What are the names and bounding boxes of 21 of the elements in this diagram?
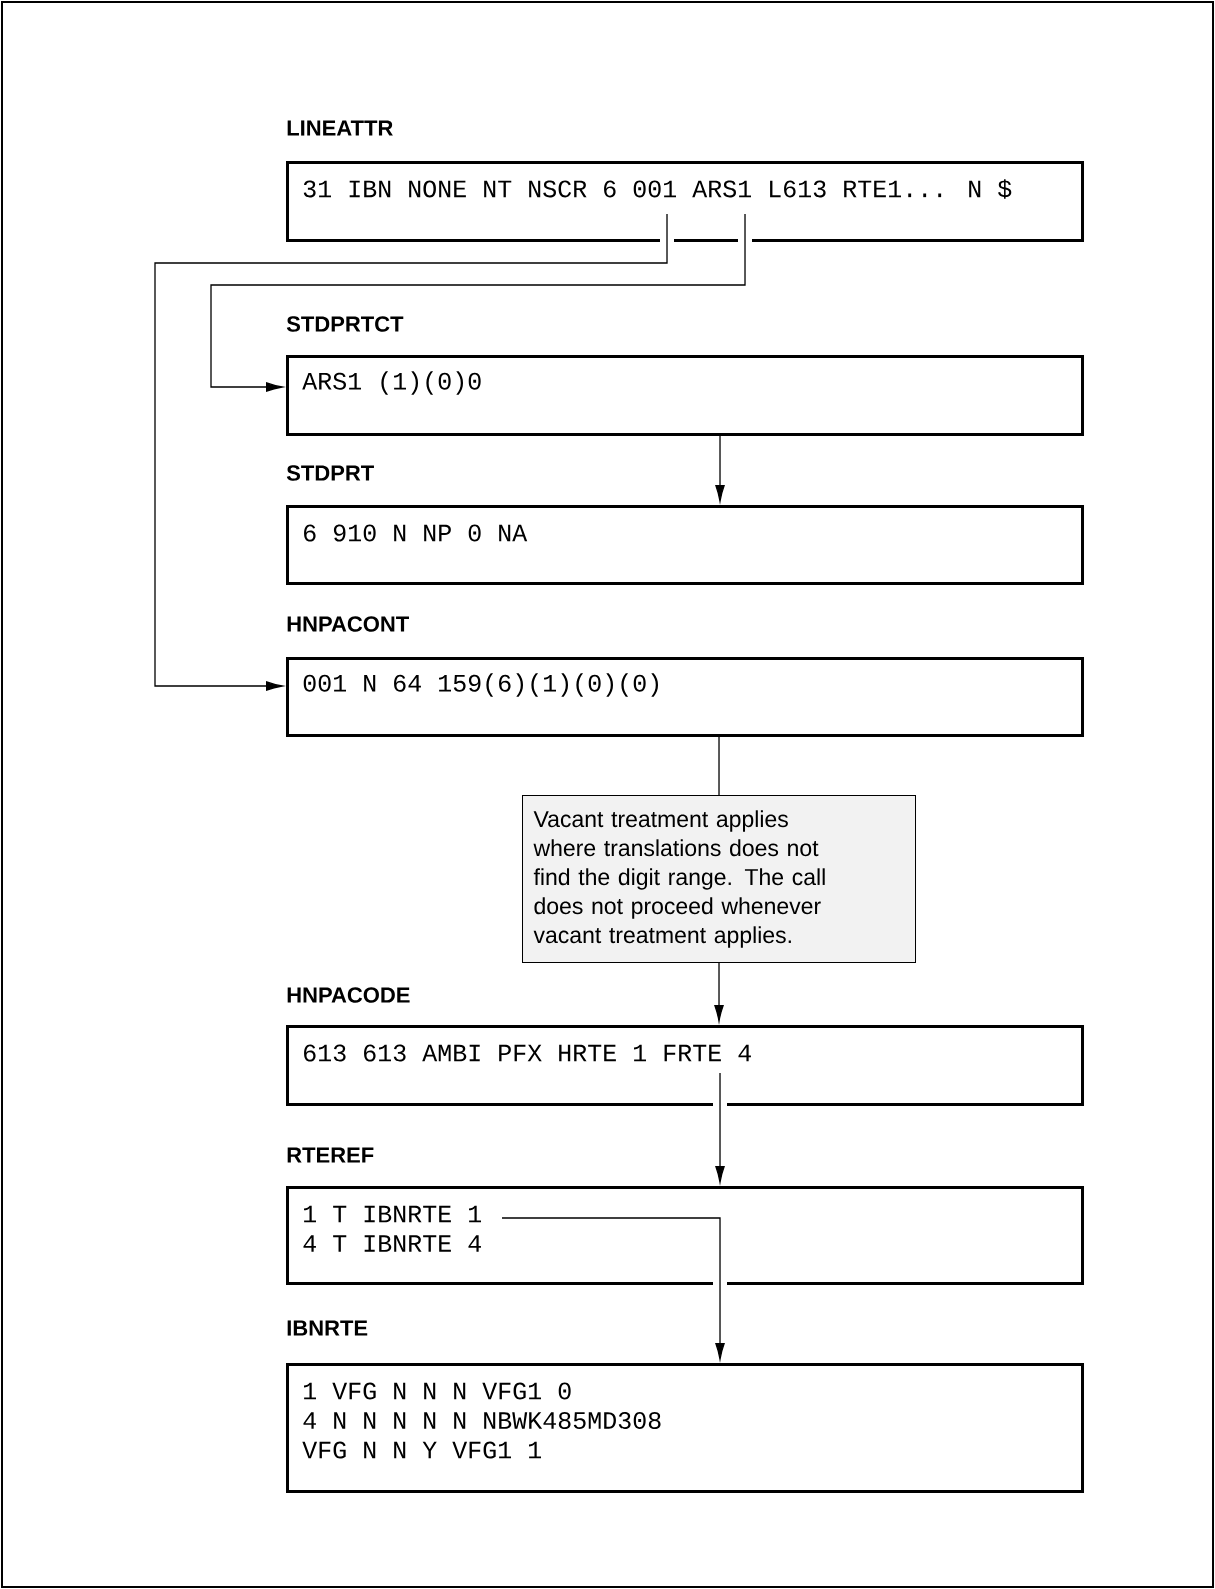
table-title: LINEATTR [287, 120, 393, 136]
arrow [154, 213, 668, 691]
arrow [715, 1072, 725, 1183]
table-title: RTEREF [287, 1147, 374, 1163]
table-box: 1 T IBNRTE 1 4 T IBNRTE 4 [286, 1186, 1084, 1285]
arrow [715, 435, 725, 502]
arrow [714, 962, 724, 1022]
table-box: 613 613 AMBI PFX HRTE 1 FRTE 4 [286, 1025, 1084, 1106]
table-box: 1 VFG N N N VFG1 0 4 N N N N N NBWK485MD308 VFG N N Y VFG1 1 [286, 1363, 1084, 1493]
table-title: HNPACONT [287, 616, 409, 632]
table-title: STDPRT [286, 465, 374, 481]
table-box: 31 IBN NONE NT NSCR 6 001 ARS1 L613 RTE1... N $ [286, 161, 1084, 242]
table-title: HNPACODE [287, 987, 410, 1003]
arrow [501, 1217, 725, 1360]
table-box: ARS1 (1)(0)0 [286, 355, 1084, 436]
table-title: STDPRTCT [286, 316, 404, 332]
table-box: 001 N 64 159(6)(1)(0)(0) [286, 657, 1084, 737]
table-title: IBNRTE [287, 1320, 368, 1336]
note-box: Vacant treatment applies where translations does not find the digit range. The call does not proceed whenever vacant treatment applies. [522, 795, 916, 963]
table-box: 6 910 N NP 0 NA [286, 505, 1084, 585]
arrow [210, 213, 746, 392]
